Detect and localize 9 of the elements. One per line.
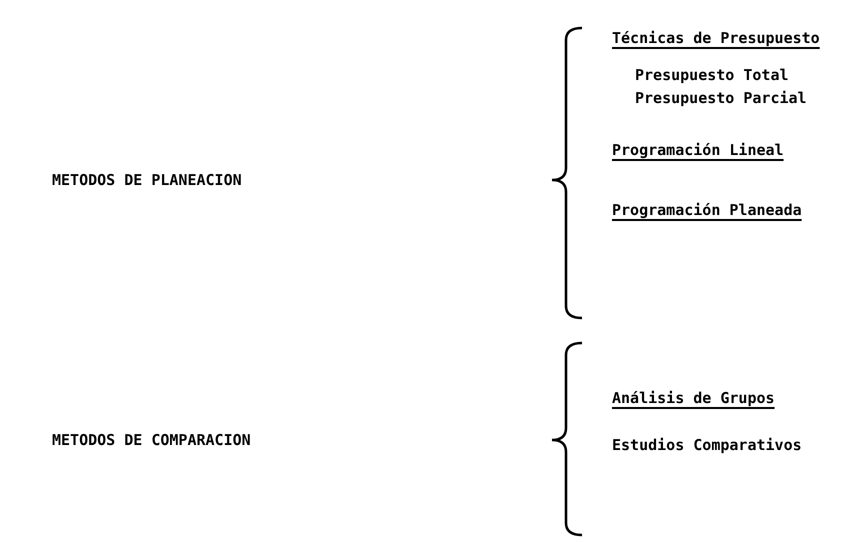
- group-heading: METODOS DE COMPARACION: [52, 430, 251, 450]
- item-text: Presupuesto Parcial: [635, 88, 807, 108]
- subheading: Programación Lineal: [612, 140, 784, 160]
- subheading: Técnicas de Presupuesto: [612, 28, 820, 48]
- group-heading: METODOS DE PLANEACION: [52, 170, 242, 190]
- subheading: Análisis de Grupos: [612, 388, 775, 408]
- subheading: Programación Planeada: [612, 200, 802, 220]
- item-text: Estudios Comparativos: [612, 435, 802, 455]
- item-text: Presupuesto Total: [635, 65, 789, 85]
